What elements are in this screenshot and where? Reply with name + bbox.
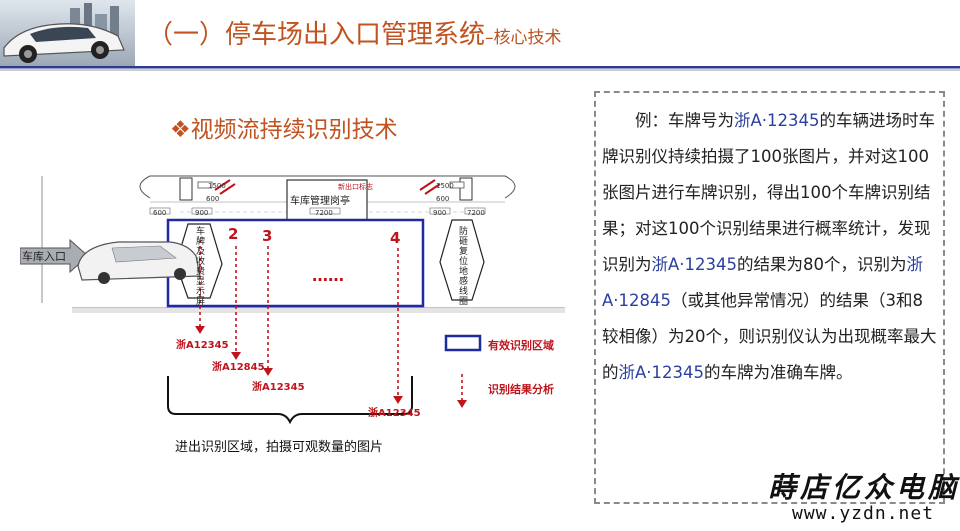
page-title-sub: –核心技术 [485,28,562,48]
watermark-chinese: 蒔店亿众电脑 [768,471,960,504]
right-device-label: 防砸复位地感线圈 [457,226,467,306]
plate-highlight: 浙A·12845 [602,255,924,310]
detection-arrows [199,240,399,396]
example-part-4: （或其他异常情况）的结果（3和8较相像）为20个，则识别仪认为出现概率最大的 [602,291,937,382]
booth-label: 车库管理岗亭 [290,196,350,207]
right-device [439,219,485,301]
frame-number-4: 4 [390,229,401,247]
ground-strip [72,308,565,313]
legend-arrow-label: 识别结果分析 [488,383,554,396]
page-title-main: （一）停车场出入口管理系统 [147,20,486,50]
header-divider [0,66,960,71]
legend-zone-swatch [444,334,482,352]
dim-label: 600 [153,209,167,217]
watermark-url: www.yzdn.net [792,503,935,524]
plate-highlight: 浙A·12345 [618,363,705,382]
plate-result-3: 浙A12345 [252,382,305,393]
plate-highlight: 浙A·12345 [734,111,820,130]
plate-result-4: 浙A12345 [368,408,421,419]
ellipsis-frames: …… [312,266,344,285]
page-title: （一）停车场出入口管理系统–核心技术 [147,14,562,51]
barrier-marks [214,179,441,195]
brace [167,376,413,425]
dim-label: 7200 [467,209,485,217]
parking-entrance-diagram: 车库入口 车库管理岗亭 新出口标志 车牌及收费显示屏 防砸复位地感线圈 2 3 … [20,168,580,468]
arrow-heads [195,326,403,404]
left-device-label: 车牌及收费显示屏 [194,226,204,306]
camera-left [179,177,193,201]
example-text: 例：车牌号为浙A·12345的车辆进场时车牌识别仪持续拍摄了100张图片，并对这… [602,103,938,391]
lane-outline [139,175,516,199]
diagram-drawing [20,175,565,425]
camera-right [459,177,473,201]
dim-label: 1500 [208,182,226,190]
dim-label: 7200 [315,209,333,217]
dim-label: 1500 [436,182,454,190]
dim-label: 900 [195,209,209,217]
entrance-label: 车库入口 [22,250,66,263]
example-part-2: 的车辆进场时车牌识别仪持续拍摄了100张图片，并对这100张图片进行车牌识别，得… [602,111,936,274]
dim-label: 600 [206,195,220,203]
diagram-caption: 进出识别区域，拍摄可观数量的图片 [175,440,384,455]
legend-zone-label: 有效识别区域 [488,339,554,352]
example-part-3: 的结果为80个，识别为 [737,255,907,274]
car-logo-icon [0,0,135,68]
section-title: ❖视频流持续识别技术 [170,117,398,143]
dim-label: 600 [436,195,450,203]
plate-result-1: 浙A12345 [176,340,229,351]
example-part-5: 的车牌为准确车牌。 [704,363,853,382]
plate-result-2: 浙A12845 [212,362,265,373]
dim-label: 900 [433,209,447,217]
frame-number-3: 3 [262,227,273,245]
car-graphic [77,241,201,284]
example-part-1: 例：车牌号为 [635,111,734,130]
frame-number-2: 2 [228,225,239,243]
plate-highlight: 浙A·12345 [651,255,738,274]
booth-tag: 新出口标志 [338,183,373,191]
example-box [594,91,945,504]
